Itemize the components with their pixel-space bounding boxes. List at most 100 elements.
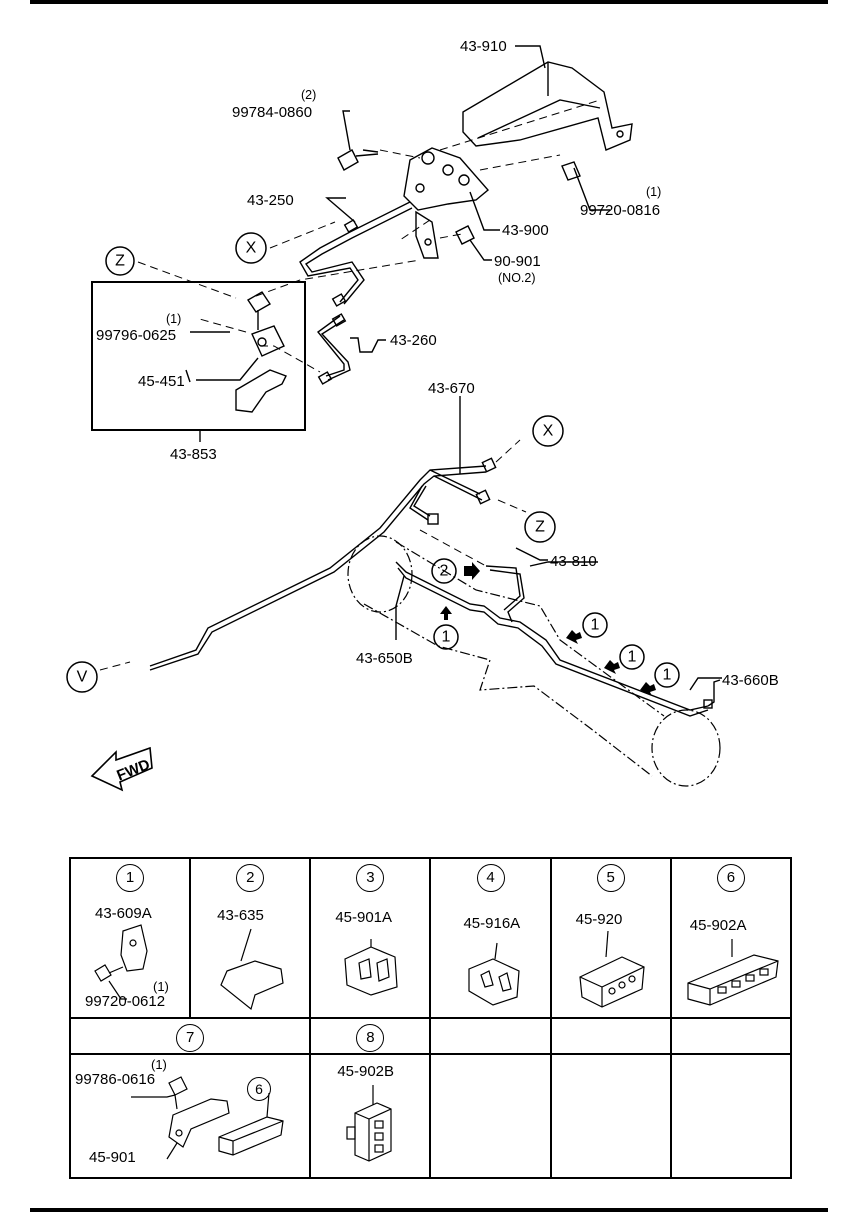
bolt-99720-0816	[561, 161, 610, 211]
label-43-660b: 43-660B	[722, 672, 779, 689]
label-43-900: 43-900	[502, 222, 549, 239]
legend-num-2: 2	[236, 864, 265, 892]
marker-1-circle-2	[582, 612, 608, 638]
marker-x-circle	[235, 232, 267, 264]
legend-part-5-sketch	[578, 930, 645, 1008]
label-no2: (NO.2)	[498, 271, 536, 285]
fwd-label: FWD	[114, 756, 152, 785]
legend-cell-8: 45-902B	[309, 1053, 432, 1179]
marker-1: 1	[442, 629, 451, 646]
arrow-1a	[440, 606, 452, 620]
legend-part-3: 45-901A	[335, 909, 393, 926]
label-43-250: 43-250	[247, 192, 294, 209]
top-rule	[30, 0, 828, 4]
marker-x-circle-2	[532, 415, 564, 447]
marker-z-circle-2	[524, 511, 556, 543]
legend-part-6: 45-902A	[689, 917, 747, 934]
legend-part-7: 45-901	[89, 1149, 136, 1166]
legend-part-2-sketch	[220, 928, 284, 1011]
legend-num-8: 8	[356, 1024, 385, 1052]
label-99784-0860: 99784-0860	[232, 104, 312, 121]
bolt-99784-0860	[337, 149, 379, 171]
legend-qty-1: (1)	[153, 979, 169, 994]
marker-z: Z	[115, 253, 125, 270]
label-qty-1a: (1)	[646, 185, 661, 199]
label-43-670: 43-670	[428, 380, 475, 397]
marker-1-d: 1	[663, 667, 672, 684]
pipe-43-250	[299, 197, 413, 307]
marker-1-circle	[433, 624, 459, 650]
marker-2-circle	[431, 558, 457, 584]
legend-bolt-1: 99720-0612	[85, 993, 166, 1010]
marker-2: 2	[440, 563, 449, 580]
marker-v: V	[77, 669, 88, 686]
marker-z-circle	[105, 246, 135, 276]
fwd-arrow	[90, 746, 153, 792]
legend-part-1: 43-609A	[95, 905, 152, 922]
legend-empty-3	[669, 1017, 793, 1055]
legend-cell-4: 4 45-916A	[429, 857, 552, 1019]
legend-num-5: 5	[596, 864, 625, 892]
arrow-1c	[604, 660, 620, 674]
arrow-2	[464, 562, 480, 580]
legend-cell-2: 2 43-635	[189, 857, 312, 1019]
legend-num-4: 4	[476, 864, 505, 892]
legend-cell-3: 3 45-901A	[309, 857, 432, 1019]
legend-part-3-sketch	[344, 939, 398, 996]
valve-43-900	[403, 147, 500, 259]
label-43-810: 43-810	[550, 553, 597, 570]
legend-empty-6	[669, 1053, 793, 1179]
label-99720-0816: 99720-0816	[580, 202, 660, 219]
label-43-650b: 43-650B	[356, 650, 413, 667]
bracket-43-910	[462, 61, 633, 151]
marker-1-c: 1	[628, 649, 637, 666]
legend-sub-6: 6	[247, 1077, 271, 1101]
label-qty-1b: (1)	[166, 312, 181, 326]
arrow-1d	[640, 682, 656, 696]
legend-qty-7: (1)	[151, 1057, 167, 1072]
legend-cell-7-header: 7	[68, 1017, 312, 1055]
legend-empty-4	[429, 1053, 552, 1179]
detail-box-43-853	[91, 281, 306, 431]
legend-part-6-sketch	[687, 939, 779, 1006]
marker-1-circle-4	[654, 662, 680, 688]
legend-empty-5	[549, 1053, 672, 1179]
label-43-853: 43-853	[170, 446, 217, 463]
legend-num-1: 1	[116, 864, 145, 892]
legend-empty-1	[429, 1017, 552, 1055]
marker-1-b: 1	[591, 617, 600, 634]
legend-part-1-sketch	[94, 924, 148, 1000]
label-45-451: 45-451	[138, 373, 185, 390]
pipe-43-650b	[395, 561, 721, 717]
marker-1-circle-3	[619, 644, 645, 670]
legend-cell-1: 1 43-609A (1) 99720-0612	[68, 857, 192, 1019]
marker-v-circle	[66, 661, 98, 693]
legend-empty-2	[549, 1017, 672, 1055]
marker-x: X	[246, 240, 257, 257]
legend-part-5: 45-920	[575, 911, 623, 928]
legend-num-6: 6	[716, 864, 745, 892]
legend-cell-6: 6 45-902A	[669, 857, 793, 1019]
brake-line-diagram: 43-910 (2) 99784-0860 43-250 (1) 99720-0…	[66, 38, 779, 792]
arrow-1b	[566, 630, 582, 644]
nut-90-901	[455, 225, 492, 261]
legend-num-3: 3	[356, 864, 385, 892]
pipe-43-260	[316, 313, 386, 385]
legend-part-7-sketch	[131, 1076, 284, 1160]
legend-bolt-7: 99786-0616	[75, 1071, 156, 1088]
legend-cell-8-header: 8	[309, 1017, 432, 1055]
label-90-901: 90-901	[494, 253, 541, 270]
label-99796-0625: 99796-0625	[96, 327, 176, 344]
label-43-260: 43-260	[390, 332, 437, 349]
legend-part-4-sketch	[468, 942, 521, 1006]
legend-cell-7: (1) 99786-0616 45-901 6	[68, 1053, 312, 1179]
clip-45-451	[190, 291, 287, 413]
marker-z-2: Z	[535, 519, 545, 536]
legend-cell-5: 5 45-920	[549, 857, 672, 1019]
legend-part-4: 45-916A	[463, 915, 521, 932]
marker-x-2: X	[543, 423, 554, 440]
parts-legend-table: 1 43-609A (1) 99720-0612 2 43-635	[68, 857, 793, 1179]
bottom-rule	[30, 1208, 828, 1212]
legend-part-8-sketch	[346, 1085, 392, 1162]
pipe-43-670	[149, 396, 497, 671]
